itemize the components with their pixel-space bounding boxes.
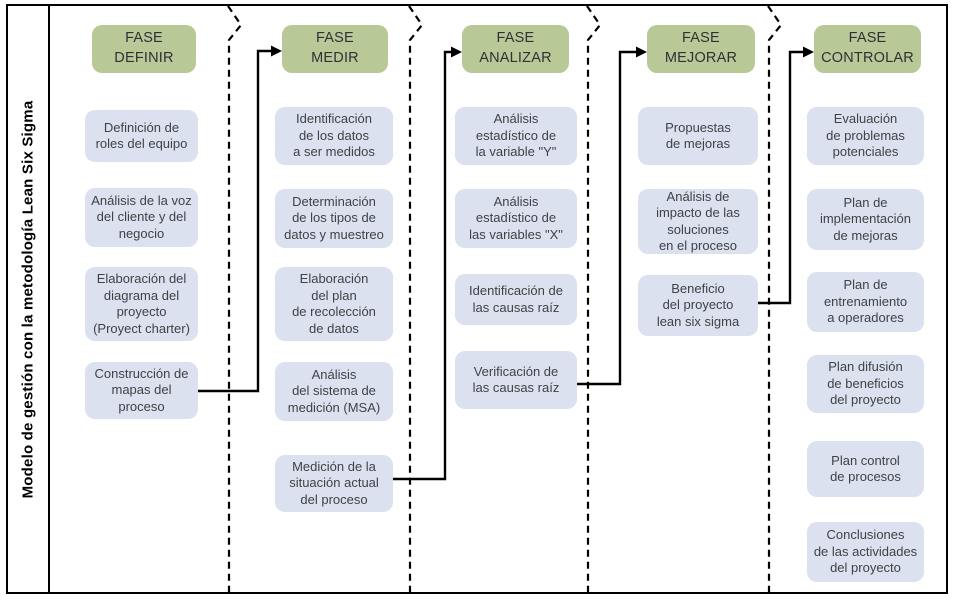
phase-separator-4 [767,5,783,592]
step-controlar-difusion: Plan difusión de beneficios del proyecto [807,355,924,413]
arrowhead-mejorar-to-controlar-icon [803,46,814,58]
step-medir-situacion: Medición de la situación actual del proc… [275,455,393,512]
step-medir-msa: Análisis del sistema de medición (MSA) [275,362,393,421]
connector-mejorar-to-controlar [758,50,803,305]
phase-header-controlar: FASE CONTROLAR [814,25,921,73]
step-definir-mapas: Construcción de mapas del proceso [85,362,198,419]
step-mejorar-impacto: Análisis de impacto de las soluciones en… [638,189,758,254]
step-mejorar-beneficio: Beneficio del proyecto lean six sigma [638,275,758,336]
step-controlar-entrenamiento: Plan de entrenamiento a operadores [807,272,924,332]
step-controlar-evaluacion: Evaluación de problemas potenciales [807,107,924,165]
step-definir-charter: Elaboración del diagrama del proyecto (P… [85,267,198,341]
step-controlar-conclusiones: Conclusiones de las actividades del proy… [807,522,924,582]
arrowhead-definir-to-medir-icon [271,45,282,57]
step-analizar-variable-y: Análisis estadístico de la variable "Y" [455,107,577,165]
side-title-divider [48,6,50,592]
diagram-border [6,4,948,594]
phase-header-definir: FASE DEFINIR [92,25,196,73]
arrowhead-medir-to-analizar-icon [451,46,462,58]
step-medir-identificacion: Identificación de los datos a ser medido… [275,107,393,165]
step-definir-roles: Definición de roles del equipo [85,110,198,162]
step-analizar-identificacion-causas: Identificación de las causas raíz [455,274,577,325]
step-controlar-plan-control: Plan control de procesos [807,441,924,497]
phase-separator-2 [408,5,424,592]
phase-header-mejorar: FASE MEJORAR [647,25,755,73]
phase-separator-3 [586,5,602,592]
phase-header-medir: FASE MEDIR [282,25,388,73]
step-analizar-verificacion-causas: Verificación de las causas raíz [455,351,577,409]
step-analizar-variables-x: Análisis estadístico de las variables "X… [455,189,577,248]
step-medir-determinacion: Determinación de los tipos de datos y mu… [275,189,393,248]
step-medir-plan: Elaboración del plan de recolección de d… [275,267,393,341]
step-definir-voz-cliente: Análisis de la voz del cliente y del neg… [85,188,198,247]
arrowhead-analizar-to-mejorar-icon [636,46,647,58]
connector-definir-to-medir [198,49,271,393]
connector-medir-to-analizar [393,50,451,481]
phase-header-analizar: FASE ANALIZAR [462,25,569,73]
connector-analizar-to-mejorar [577,50,636,386]
phase-separator-1 [227,5,243,592]
step-mejorar-propuestas: Propuestas de mejoras [638,107,758,165]
step-controlar-implementacion: Plan de implementación de mejoras [807,189,924,250]
